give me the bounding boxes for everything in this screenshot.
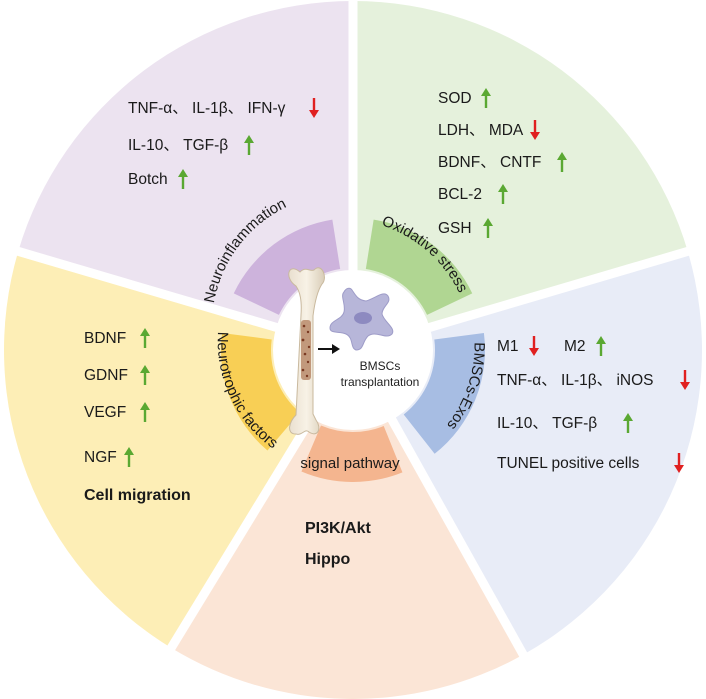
list-item: M2 [564,338,586,355]
up-arrow-head [140,328,150,336]
down-arrow-icon [529,336,539,356]
up-arrow-head [596,336,606,344]
up-arrow-icon [623,413,633,433]
list-item: IL-10、 TGF-β [128,137,228,154]
up-arrow-icon [596,336,606,356]
up-arrow-icon [140,402,150,422]
down-arrow-icon [674,453,684,473]
up-arrow-icon [481,88,491,108]
list-item: GSH [438,220,472,237]
down-arrow-head [530,132,540,140]
signal-pathway-list: PI3K/Akt Hippo [305,520,371,568]
sector-signal-pathway [171,350,524,699]
center-label-line1: BMSCs [360,359,401,373]
up-arrow-head [140,365,150,373]
list-item: Hippo [305,551,351,568]
list-item: TNF-α、 IL-1β、 iNOS [497,372,654,389]
up-arrow-head [557,152,567,160]
list-item: GDNF [84,367,128,384]
down-arrow-icon [309,98,319,118]
neurotrophic-list: BDNF GDNF VEGF NGF Cell migration [84,328,191,504]
list-item: TNF-α、 IL-1β、 IFN-γ [128,100,286,117]
band-neurotrophic-factors [221,332,300,451]
band-neuroinflammation [233,219,341,315]
oxidative-stress-list: SOD LDH、 MDA BDNF、 CNTF BCL-2 GSH [438,88,567,238]
up-arrow-head [244,135,254,143]
up-arrow-icon [124,447,134,467]
list-item: LDH、 MDA [438,122,524,139]
neuroinflammation-list: TNF-α、 IL-1β、 IFN-γ IL-10、 TGF-β Botch [128,98,319,189]
list-item: Botch [128,171,168,188]
down-arrow-head [674,465,684,473]
list-item: M1 [497,338,519,355]
bmscs-exos-list: M1 M2 TNF-α、 IL-1β、 iNOS IL-10、 TGF-β TU… [497,336,690,473]
down-arrow-head [309,110,319,118]
stem-cell-icon [329,287,394,351]
list-item: SOD [438,90,472,107]
up-arrow-head [178,169,188,177]
up-arrow-head [483,218,493,226]
up-arrow-head [124,447,134,455]
up-arrow-icon [140,365,150,385]
up-arrow-icon [178,169,188,189]
band-bmscs-exos [403,332,485,454]
down-arrow-icon [680,370,690,390]
down-arrow-head [680,382,690,390]
list-item: IL-10、 TGF-β [497,415,597,432]
up-arrow-icon [483,218,493,238]
down-arrow-head [529,348,539,356]
right-arrow-icon [318,344,340,354]
list-item: VEGF [84,404,126,421]
up-arrow-head [481,88,491,96]
list-item: TUNEL positive cells [497,455,640,472]
list-item: BDNF [84,330,126,347]
up-arrow-head [140,402,150,410]
up-arrow-head [498,184,508,192]
center-label-line2: transplantation [341,375,420,389]
list-item: BCL-2 [438,186,482,203]
band-oxidative-stress [365,219,473,315]
up-arrow-icon [244,135,254,155]
up-arrow-icon [498,184,508,204]
up-arrow-icon [140,328,150,348]
cell-migration-label: Cell migration [84,487,191,504]
band-signal-pathway [301,425,403,483]
list-item: NGF [84,449,117,466]
femur-bone-icon [288,267,325,435]
up-arrow-icon [557,152,567,172]
up-arrow-head [623,413,633,421]
band-title-signal-pathway: signal pathway [300,455,400,472]
down-arrow-icon [530,120,540,140]
list-item: BDNF、 CNTF [438,154,541,171]
list-item: PI3K/Akt [305,520,371,537]
